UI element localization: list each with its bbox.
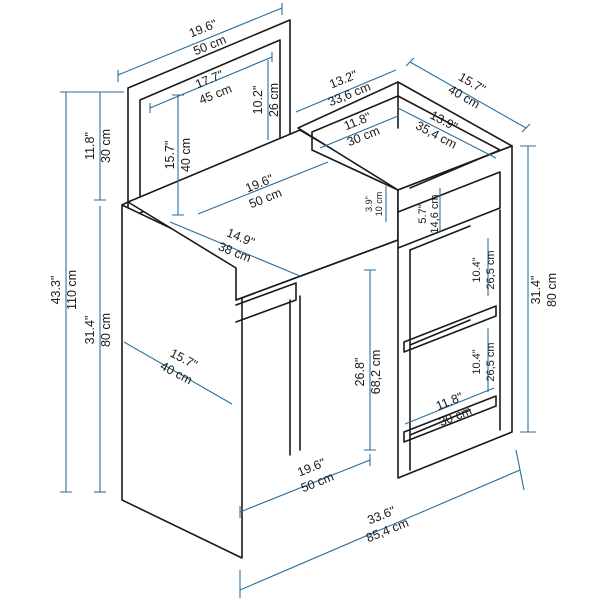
drawer-front xyxy=(397,171,501,249)
label-total-height-in: 43.3" xyxy=(49,276,63,305)
label-mirror-inner-height-in: 15.7" xyxy=(163,141,177,170)
label-glass-height-in: 10.2" xyxy=(251,86,265,115)
desk-drawer xyxy=(235,282,297,323)
label-unit-height-cm: 80 cm xyxy=(545,273,559,307)
dim-top-inner-depth xyxy=(397,107,497,159)
label-mirror-height-in: 11.8" xyxy=(83,132,97,160)
label-shelf-height-1-in: 10.4" xyxy=(471,257,483,282)
label-mirror-inner-height-cm: 40 cm xyxy=(179,138,193,172)
dim-unit-depth xyxy=(409,61,527,129)
dim-shelf-inner-width xyxy=(404,387,495,425)
label-shelf-height-1-cm: 26,5 cm xyxy=(485,250,497,289)
label-shelf-height-2-cm: 26,5 cm xyxy=(485,342,497,381)
dim-desk-width xyxy=(197,161,329,215)
dim-top-inner-width xyxy=(319,115,399,149)
label-desk-height-cm: 80 cm xyxy=(99,313,113,347)
label-shelf-height-2-in: 10.4" xyxy=(471,349,483,374)
label-unit-height-in: 31.4" xyxy=(529,276,543,305)
label-drawer-height-cm: 14,6 cm xyxy=(429,194,441,233)
open-shelf-inner xyxy=(409,209,501,471)
label-glass-height-cm: 26 cm xyxy=(267,83,281,117)
dim-mirror-width xyxy=(117,7,283,76)
dim-shelf-unit-width xyxy=(295,69,397,113)
dimension-lines xyxy=(60,3,536,598)
label-drawer-height-in: 5.7" xyxy=(417,204,429,223)
dim-knee-width xyxy=(239,459,371,513)
label-top-compartment-height-in: 3.9" xyxy=(364,196,374,212)
back-leg xyxy=(289,295,301,456)
top-compartment xyxy=(311,95,501,191)
dim-total-width xyxy=(239,469,521,591)
label-mirror-height-cm: 30 cm xyxy=(99,129,113,163)
dim-glass-width xyxy=(149,56,273,109)
shelf-back-lines xyxy=(409,225,471,436)
dim-desk-depth xyxy=(169,221,301,277)
label-total-height-cm: 110 cm xyxy=(65,270,79,310)
middle-shelf xyxy=(403,305,497,353)
bottom-shelf xyxy=(403,395,497,443)
label-knee-height-in: 26.8" xyxy=(353,358,367,387)
desk-top-front-edge xyxy=(235,239,399,301)
label-knee-height-cm: 68,2 cm xyxy=(369,350,383,394)
furniture-drawing xyxy=(121,19,513,559)
dim-side-depth xyxy=(123,341,233,405)
label-top-compartment-height-cm: 10 cm xyxy=(374,192,384,217)
label-desk-height-in: 31.4" xyxy=(83,316,97,345)
